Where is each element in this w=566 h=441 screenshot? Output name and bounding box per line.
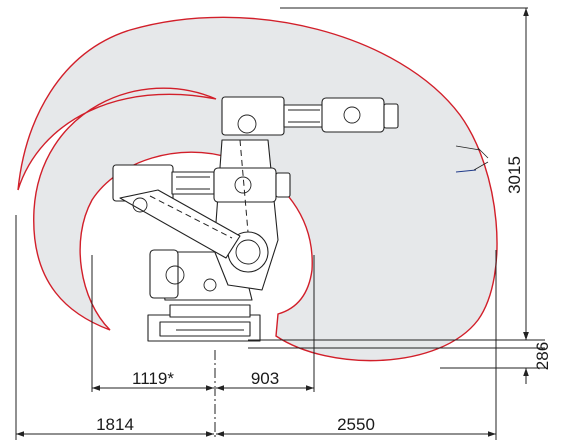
dim-label-right-outer: 2550: [337, 415, 375, 434]
tool-flange-marks: [455, 145, 489, 173]
dim-label-right-inner: 903: [251, 369, 279, 388]
robot-drawing: [112, 96, 399, 342]
dim-label-height: 3015: [505, 156, 524, 194]
dimension-lines: [16, 8, 529, 437]
dim-label-offset: 286: [533, 342, 552, 370]
dim-label-left-inner: 1119*: [132, 369, 174, 388]
dim-label-left-outer: 1814: [96, 415, 134, 434]
extension-lines: [15, 7, 545, 440]
